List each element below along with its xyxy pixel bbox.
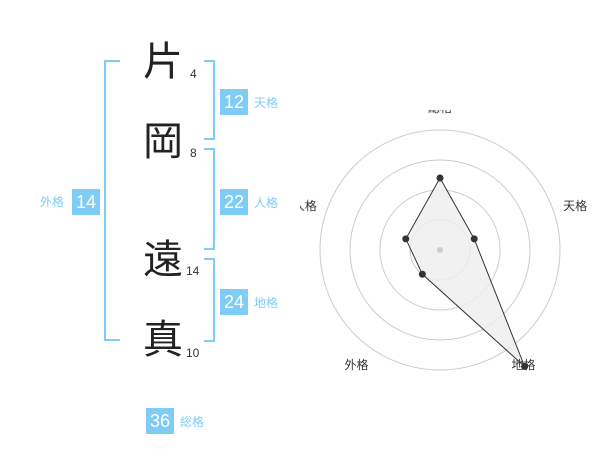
radar-center — [437, 247, 443, 253]
radar-points — [402, 174, 529, 370]
tenkaku-score: 12 — [220, 89, 248, 115]
stroke-count-1: 4 — [190, 67, 197, 81]
name-kanji-1: 片 — [143, 39, 183, 85]
name-kanji-2: 岡 — [143, 119, 183, 165]
gaikaku-label: 外格 — [40, 195, 65, 209]
stroke-count-3: 14 — [186, 264, 200, 278]
gaikaku-score: 14 — [72, 189, 100, 215]
jinkaku-score: 22 — [220, 189, 248, 215]
radar-axis-label-3: 地格 — [511, 357, 535, 372]
radar-point-3 — [521, 362, 529, 370]
jinkaku-label: 人格 — [254, 196, 279, 210]
gaikaku-bracket — [104, 60, 120, 341]
chikaku-score: 24 — [220, 289, 248, 315]
name-kanji-4: 真 — [143, 317, 183, 363]
chikaku-bracket — [204, 258, 215, 342]
radar-axis-label-4: 外格 — [344, 357, 368, 372]
stroke-count-4: 10 — [186, 346, 200, 360]
radar-ring-3 — [349, 159, 531, 341]
radar-point-2 — [470, 235, 478, 243]
tenkaku-label: 天格 — [254, 96, 279, 110]
radar-axis-label-2: 天格 — [563, 198, 587, 213]
radar-axis-label-5: 人格 — [300, 198, 317, 213]
radar-axis-label-1: 総格 — [428, 110, 452, 115]
radar-ring-4 — [319, 129, 561, 371]
stroke-count-2: 8 — [190, 146, 197, 160]
jinkaku-bracket — [204, 148, 215, 250]
radar-point-5 — [402, 235, 410, 243]
soukaku-score: 36 — [146, 408, 174, 434]
tenkaku-bracket — [204, 60, 215, 140]
radar-point-4 — [418, 270, 426, 278]
soukaku-label: 総格 — [180, 415, 205, 429]
radar-point-1 — [436, 174, 444, 182]
chikaku-label: 地格 — [254, 296, 279, 310]
name-kanji-3: 遠 — [143, 237, 183, 283]
radar-polygon — [405, 176, 526, 367]
